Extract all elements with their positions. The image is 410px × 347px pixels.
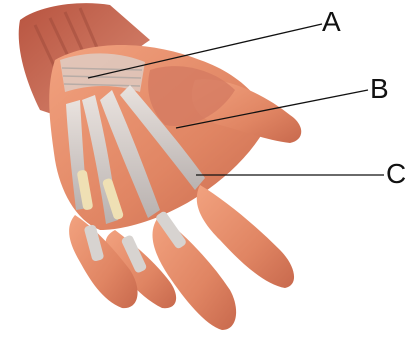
label-b: B	[370, 75, 389, 103]
label-a: A	[322, 8, 341, 36]
label-c: C	[386, 160, 406, 188]
